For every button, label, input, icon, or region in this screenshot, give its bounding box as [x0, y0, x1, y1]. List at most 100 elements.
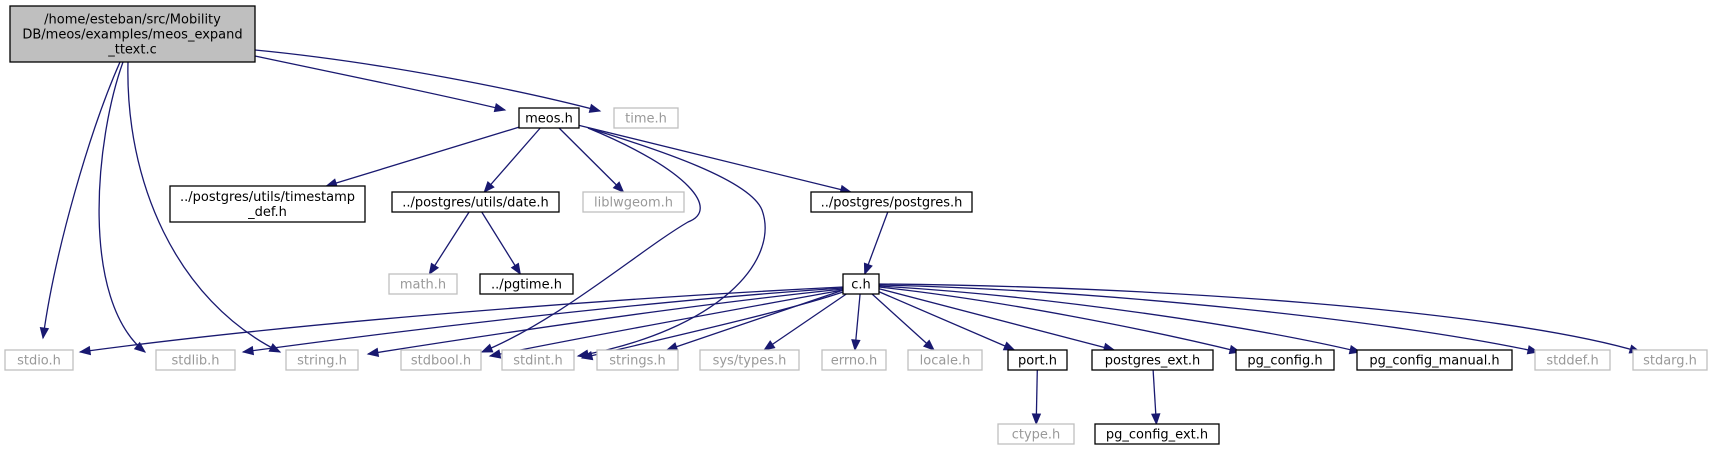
- node-box: [501, 349, 575, 371]
- node-box: [907, 349, 983, 371]
- node-label: ctype.h: [1012, 428, 1061, 443]
- edge-line: [558, 127, 624, 193]
- node-label: errno.h: [831, 354, 878, 369]
- edge-line: [878, 288, 1115, 351]
- edge-line: [127, 61, 281, 353]
- node-box: [997, 423, 1075, 445]
- node-box: [4, 349, 74, 371]
- edge-c-to-stdio: [78, 286, 844, 356]
- edge-root-to-time: [254, 49, 602, 113]
- node-systypes: sys/types.h: [699, 349, 800, 371]
- arrowhead: [480, 343, 494, 353]
- edge-line: [878, 283, 1641, 353]
- node-pgconfman[interactable]: pg_config_manual.h: [1356, 349, 1513, 371]
- node-label: c.h: [851, 278, 871, 293]
- node-errno: errno.h: [821, 349, 887, 371]
- node-box: [388, 273, 458, 295]
- node-box: [1534, 349, 1611, 371]
- edge-line: [666, 289, 844, 351]
- node-box: [1091, 349, 1214, 371]
- node-pgtime[interactable]: ../pgtime.h: [479, 273, 574, 295]
- node-box: [1235, 349, 1335, 371]
- arrowhead: [428, 262, 440, 276]
- arrowhead: [241, 345, 255, 356]
- node-box: [1094, 423, 1220, 445]
- edge-line: [489, 289, 844, 357]
- edge-line: [481, 211, 521, 275]
- node-stdlib: stdlib.h: [155, 349, 236, 371]
- arrowhead: [922, 339, 935, 351]
- node-strings: strings.h: [596, 349, 679, 371]
- arrowhead: [493, 102, 507, 113]
- node-meos[interactable]: meos.h: [518, 107, 580, 129]
- node-pgext[interactable]: postgres_ext.h: [1091, 349, 1214, 371]
- node-stdbool: stdbool.h: [400, 349, 482, 371]
- edge-line: [254, 49, 601, 112]
- arrowhead: [588, 103, 602, 113]
- node-box: [613, 107, 679, 129]
- edge-meos-to-stdbool: [480, 127, 701, 353]
- edge-meos-to-date: [483, 127, 541, 194]
- node-label: stdarg.h: [1643, 354, 1697, 369]
- node-label: stdbool.h: [411, 354, 471, 369]
- edge-meos-to-tsdef: [325, 126, 520, 188]
- node-box: [699, 349, 800, 371]
- node-postgres[interactable]: ../postgres/postgres.h: [810, 191, 973, 213]
- edge-root-to-meos: [254, 55, 507, 113]
- edge-line: [367, 288, 844, 355]
- node-box: [400, 349, 482, 371]
- node-c[interactable]: c.h: [842, 273, 880, 295]
- node-locale: locale.h: [907, 349, 983, 371]
- edge-line: [483, 127, 541, 193]
- edge-line: [254, 55, 506, 111]
- node-port[interactable]: port.h: [1007, 349, 1068, 371]
- node-label: _ttext.c: [107, 43, 157, 58]
- node-label: ../pgtime.h: [491, 278, 562, 293]
- edge-pgext-to-pgconfext: [1151, 369, 1161, 426]
- edge-line: [42, 61, 121, 339]
- node-label: ../postgres/utils/date.h: [402, 196, 549, 211]
- node-tsdef[interactable]: ../postgres/utils/timestamp_def.h: [169, 185, 366, 223]
- node-ctype: ctype.h: [997, 423, 1075, 445]
- node-label: ../postgres/postgres.h: [821, 196, 963, 211]
- edge-c-to-errno: [851, 293, 861, 352]
- arrowhead: [133, 341, 147, 353]
- edge-date-to-math: [428, 211, 470, 276]
- edge-postgres-to-c: [863, 211, 889, 276]
- edge-line: [242, 287, 844, 353]
- arrowhead: [1151, 413, 1161, 426]
- edge-c-to-port: [878, 291, 1016, 351]
- node-string: string.h: [285, 349, 359, 371]
- node-pgconfig[interactable]: pg_config.h: [1235, 349, 1335, 371]
- node-pgconfext[interactable]: pg_config_ext.h: [1094, 423, 1220, 445]
- edge-line: [878, 284, 1539, 353]
- node-label: locale.h: [920, 354, 971, 369]
- edge-root-to-stdio: [39, 61, 121, 340]
- edge-c-to-pgconfig: [878, 286, 1242, 355]
- node-label: strings.h: [609, 354, 665, 369]
- edge-root-to-stdlib: [98, 61, 147, 353]
- node-box: [169, 185, 366, 223]
- edge-c-to-locale: [871, 293, 935, 351]
- node-box: [479, 273, 574, 295]
- arrowhead: [1002, 341, 1016, 351]
- node-box: [9, 5, 256, 63]
- node-label: string.h: [297, 354, 347, 369]
- node-label: stddef.h: [1546, 354, 1598, 369]
- node-label: DB/meos/examples/meos_expand: [22, 28, 242, 43]
- edges-layer: [39, 49, 1642, 426]
- edge-c-to-stdlib: [241, 287, 844, 356]
- node-liblw: liblwgeom.h: [582, 191, 685, 213]
- node-root[interactable]: /home/esteban/src/MobilityDB/meos/exampl…: [9, 5, 256, 63]
- edge-line: [871, 293, 935, 351]
- node-label: stdint.h: [513, 354, 562, 369]
- edge-line: [79, 286, 844, 353]
- node-box: [596, 349, 679, 371]
- node-box: [810, 191, 973, 213]
- arrowhead: [851, 339, 861, 352]
- node-stdio: stdio.h: [4, 349, 74, 371]
- edge-c-to-stdint: [580, 291, 844, 361]
- node-date[interactable]: ../postgres/utils/date.h: [391, 191, 560, 213]
- edge-line: [428, 211, 470, 275]
